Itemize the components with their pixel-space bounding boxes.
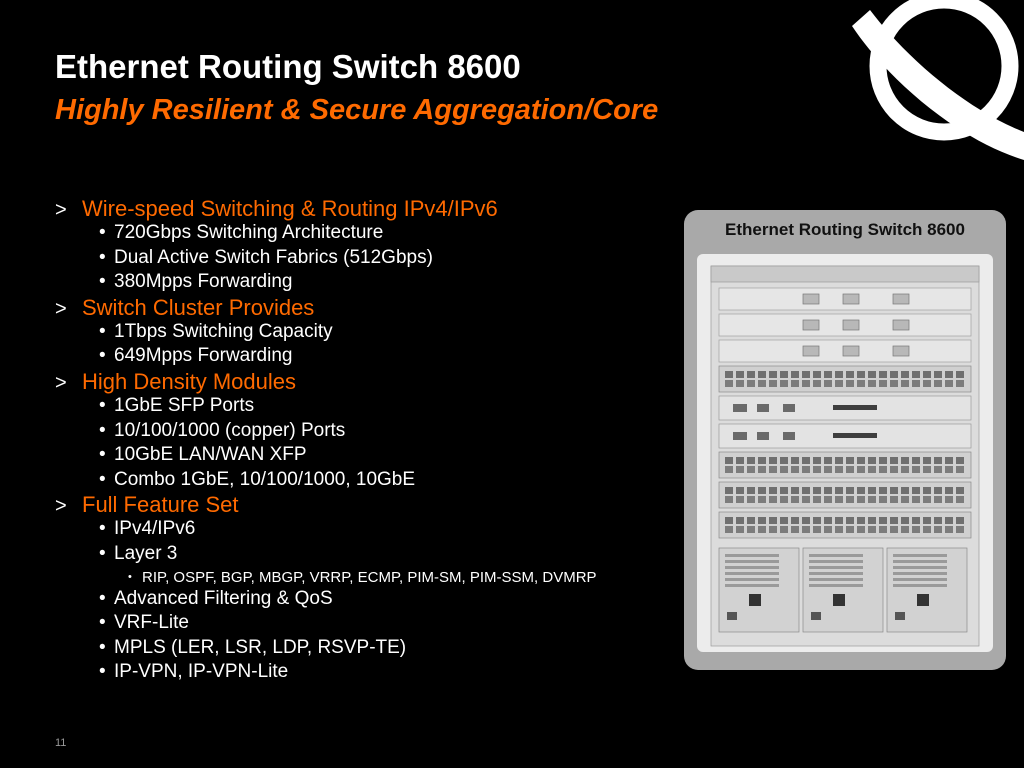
bullet-marker: > (55, 495, 67, 518)
bullet-marker: • (99, 661, 106, 683)
product-caption: Ethernet Routing Switch 8600 (725, 220, 965, 239)
bullet-marker: • (99, 394, 106, 416)
bullet-text: RIP, OSPF, BGP, MBGP, VRRP, ECMP, PIM-SM… (142, 568, 597, 586)
bullet-marker: • (99, 542, 106, 564)
nortel-globe-logo-icon (852, 0, 1024, 160)
bullet-text: VRF-Lite (114, 612, 189, 634)
bullet-l2: • 10GbE LAN/WAN XFP (55, 443, 685, 468)
slide-subtitle: Highly Resilient & Secure Aggregation/Co… (55, 94, 659, 126)
bullet-l1: > High Density Modules (55, 369, 685, 394)
bullet-l2: • IPv4/IPv6 (55, 517, 685, 542)
bullet-l2: • VRF-Lite (55, 611, 685, 636)
bullet-l2: • Combo 1GbE, 10/100/1000, 10GbE (55, 468, 685, 493)
bullet-marker: • (99, 587, 106, 609)
bullet-text: Switch Cluster Provides (82, 294, 315, 320)
network-switch-chassis-icon (710, 265, 980, 647)
bullet-l2: • Dual Active Switch Fabrics (512Gbps) (55, 246, 685, 271)
bullet-l2: • 10/100/1000 (copper) Ports (55, 419, 685, 444)
product-photo (697, 254, 993, 652)
bullet-text: Wire-speed Switching & Routing IPv4/IPv6 (82, 196, 498, 221)
bullet-text: Advanced Filtering & QoS (114, 587, 333, 609)
bullet-marker: • (99, 444, 106, 466)
bullet-marker: • (99, 518, 106, 540)
bullet-l2: • 649Mpps Forwarding (55, 344, 685, 369)
bullet-text: 380Mpps Forwarding (114, 271, 293, 293)
bullet-l2: • MPLS (LER, LSR, LDP, RSVP-TE) (55, 636, 685, 661)
bullet-marker: • (99, 345, 106, 367)
bullet-text: IP-VPN, IP-VPN-Lite (114, 661, 289, 683)
bullet-marker: • (99, 468, 106, 490)
page-number: 11 (55, 737, 67, 749)
bullet-marker: • (99, 419, 106, 441)
product-panel: Ethernet Routing Switch 8600 (684, 210, 1006, 670)
bullet-text: 10GbE LAN/WAN XFP (114, 444, 307, 466)
bullet-l2: • 1Tbps Switching Capacity (55, 320, 685, 345)
bullet-marker: • (99, 612, 106, 634)
bullet-text: 720Gbps Switching Architecture (114, 222, 384, 243)
bullet-marker: > (55, 297, 67, 320)
bullet-text: IPv4/IPv6 (114, 518, 196, 540)
bullet-l2: • 720Gbps Switching Architecture (55, 221, 685, 246)
slide-title: Ethernet Routing Switch 8600 (55, 48, 521, 85)
bullet-l1: > Switch Cluster Provides (55, 295, 685, 320)
bullet-text: Combo 1GbE, 10/100/1000, 10GbE (114, 468, 416, 490)
bullet-text: MPLS (LER, LSR, LDP, RSVP-TE) (114, 636, 407, 658)
bullet-l1: > Full Feature Set (55, 492, 685, 517)
bullet-list: > Wire-speed Switching & Routing IPv4/IPv… (55, 196, 685, 685)
bullet-text: Layer 3 (114, 542, 178, 564)
bullet-l2: • IP-VPN, IP-VPN-Lite (55, 660, 685, 685)
bullet-text: 1GbE SFP Ports (114, 394, 255, 416)
bullet-l2: • 380Mpps Forwarding (55, 270, 685, 295)
bullet-marker: • (99, 636, 106, 658)
bullet-marker: • (99, 246, 106, 268)
bullet-marker: • (99, 222, 106, 243)
bullet-marker: • (99, 271, 106, 293)
bullet-text: 1Tbps Switching Capacity (114, 320, 333, 342)
bullet-marker: > (55, 199, 67, 221)
bullet-marker: > (55, 371, 67, 394)
bullet-text: High Density Modules (82, 368, 296, 394)
bullet-marker: • (128, 570, 132, 583)
bullet-l2: • Layer 3 (55, 542, 685, 567)
bullet-l1: > Wire-speed Switching & Routing IPv4/IPv… (55, 196, 685, 221)
bullet-l3: • RIP, OSPF, BGP, MBGP, VRRP, ECMP, PIM-S… (55, 567, 685, 587)
bullet-text: 10/100/1000 (copper) Ports (114, 419, 346, 441)
bullet-text: Dual Active Switch Fabrics (512Gbps) (114, 246, 433, 268)
bullet-l2: • Advanced Filtering & QoS (55, 587, 685, 612)
bullet-text: Full Feature Set (82, 492, 239, 518)
bullet-marker: • (99, 320, 106, 342)
bullet-l2: • 1GbE SFP Ports (55, 394, 685, 419)
bullet-text: 649Mpps Forwarding (114, 345, 293, 367)
